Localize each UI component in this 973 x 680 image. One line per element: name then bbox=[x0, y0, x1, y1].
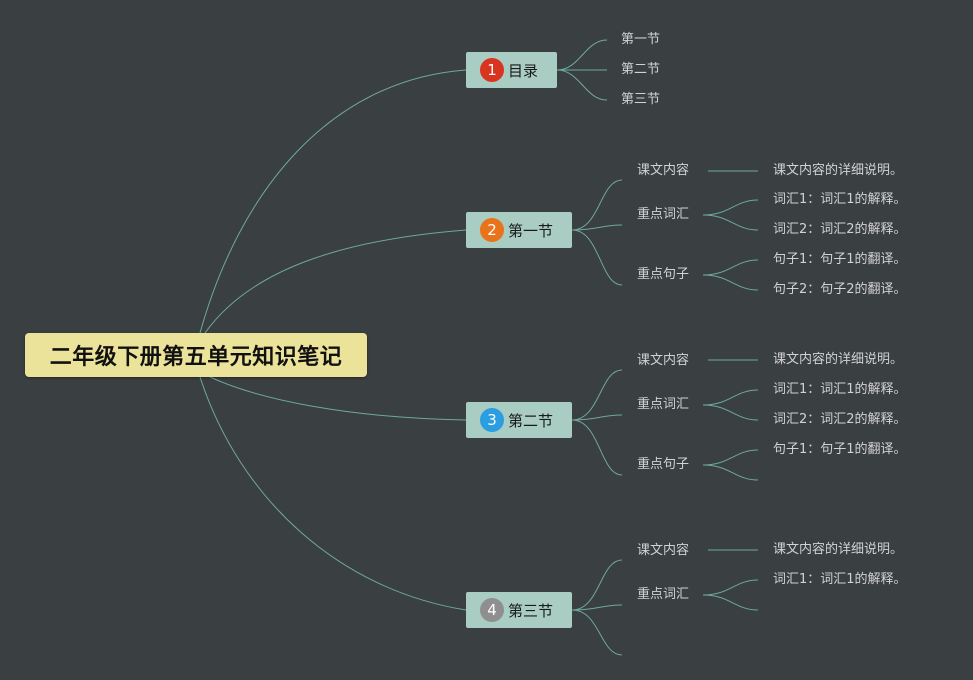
branch-1-topic[interactable]: 1 目录 bbox=[466, 52, 557, 88]
branch-2-detail-4[interactable]: 句子1：句子1的翻译。 bbox=[773, 252, 907, 267]
connector-b3-c2 bbox=[571, 414, 623, 421]
branch-2-topic[interactable]: 2 第一节 bbox=[466, 212, 572, 248]
branch-3-detail-4[interactable]: 句子1：句子1的翻译。 bbox=[773, 442, 907, 457]
connector-b1-c3 bbox=[556, 69, 608, 101]
branch-3-detail-3[interactable]: 词汇2：词汇2的解释。 bbox=[773, 412, 907, 427]
connector-b2-c3-d1 bbox=[702, 259, 759, 276]
branch-1-label: 目录 bbox=[508, 61, 539, 80]
branch-2-label: 第一节 bbox=[508, 221, 554, 240]
branch-1-child-2[interactable]: 第二节 bbox=[621, 62, 661, 77]
branch-3-label: 第二节 bbox=[508, 411, 554, 430]
connector-b4-c1 bbox=[571, 559, 623, 611]
connector-b3-c3 bbox=[571, 419, 623, 476]
connector-b2-c2-d2 bbox=[702, 214, 759, 231]
connector-b3-c2-d1 bbox=[702, 389, 759, 406]
root-topic[interactable]: 二年级下册第五单元知识笔记 bbox=[25, 333, 367, 377]
branch-2-child-2[interactable]: 重点词汇 bbox=[637, 207, 690, 222]
branch-3-detail-1[interactable]: 课文内容的详细说明。 bbox=[773, 352, 904, 367]
branch-3-child-3[interactable]: 重点句子 bbox=[637, 457, 690, 472]
branch-2-detail-1[interactable]: 课文内容的详细说明。 bbox=[773, 163, 904, 178]
priority-badge-4: 4 bbox=[480, 598, 504, 622]
branch-2-detail-2[interactable]: 词汇1：词汇1的解释。 bbox=[773, 192, 907, 207]
branch-2-detail-5[interactable]: 句子2：句子2的翻译。 bbox=[773, 282, 907, 297]
connector-b2-c3 bbox=[571, 229, 623, 286]
connector-b1-c1 bbox=[556, 39, 608, 71]
connector-b2-c2 bbox=[571, 224, 623, 231]
connector-root-branch-4 bbox=[199, 376, 467, 611]
branch-2-child-3[interactable]: 重点句子 bbox=[637, 267, 690, 282]
connector-b3-c3-d1 bbox=[702, 449, 759, 466]
branch-4-child-1[interactable]: 课文内容 bbox=[637, 543, 690, 558]
branch-4-topic[interactable]: 4 第三节 bbox=[466, 592, 572, 628]
branch-3-topic[interactable]: 3 第二节 bbox=[466, 402, 572, 438]
connector-b4-c2 bbox=[571, 604, 623, 611]
connector-b4-c3 bbox=[571, 609, 623, 656]
connector-b2-c3-d2 bbox=[702, 274, 759, 291]
root-topic-label: 二年级下册第五单元知识笔记 bbox=[49, 345, 343, 370]
branch-4-child-2[interactable]: 重点词汇 bbox=[637, 587, 690, 602]
connector-b4-c2-d2 bbox=[702, 594, 759, 611]
connector-b2-c1 bbox=[571, 179, 623, 231]
branch-3-detail-2[interactable]: 词汇1：词汇1的解释。 bbox=[773, 382, 907, 397]
branch-2-child-1[interactable]: 课文内容 bbox=[637, 163, 690, 178]
branch-1-child-3[interactable]: 第三节 bbox=[621, 92, 661, 107]
priority-badge-2: 2 bbox=[480, 218, 504, 242]
connector-b4-c2-d1 bbox=[702, 579, 759, 596]
branch-4-detail-2[interactable]: 词汇1：词汇1的解释。 bbox=[773, 572, 907, 587]
priority-badge-1: 1 bbox=[480, 58, 504, 82]
priority-badge-3: 3 bbox=[480, 408, 504, 432]
branch-1-child-1[interactable]: 第一节 bbox=[621, 32, 661, 47]
branch-4-label: 第三节 bbox=[508, 601, 554, 620]
branch-4-detail-1[interactable]: 课文内容的详细说明。 bbox=[773, 542, 904, 557]
connector-root-branch-3 bbox=[209, 376, 467, 421]
connector-root-branch-2 bbox=[204, 229, 467, 334]
branch-3-child-1[interactable]: 课文内容 bbox=[637, 353, 690, 368]
branch-2-detail-3[interactable]: 词汇2：词汇2的解释。 bbox=[773, 222, 907, 237]
connector-root-branch-1 bbox=[199, 69, 467, 334]
connector-b3-c2-d2 bbox=[702, 404, 759, 421]
connector-b3-c3-d2 bbox=[702, 464, 759, 481]
connector-b3-c1 bbox=[571, 369, 623, 421]
branch-3-child-2[interactable]: 重点词汇 bbox=[637, 397, 690, 412]
connector-b2-c2-d1 bbox=[702, 199, 759, 216]
